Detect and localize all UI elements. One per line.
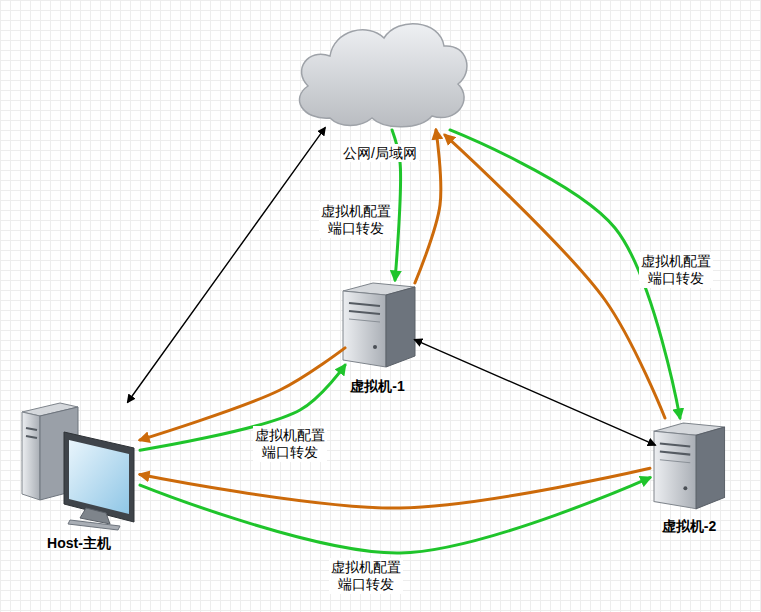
- server-node: 虚拟机-1: [335, 280, 420, 395]
- black-connector: [128, 128, 325, 402]
- black-connector: [415, 340, 655, 445]
- edge-label: 虚拟机配置 端口转发: [253, 426, 327, 462]
- server-icon: [654, 423, 725, 509]
- edge-label: 虚拟机配置 端口转发: [319, 202, 393, 238]
- orange-connector: [140, 468, 650, 508]
- node-label: 公网/局域网: [341, 144, 419, 162]
- cloud-node: 公网/局域网: [290, 8, 470, 162]
- edge-label: 虚拟机配置 端口转发: [639, 252, 713, 288]
- node-label: 虚拟机-2: [660, 517, 718, 535]
- cloud-shape: [299, 24, 466, 127]
- edge-label: 虚拟机配置 端口转发: [329, 558, 403, 594]
- node-label: Host-主机: [45, 534, 113, 552]
- server-node: 虚拟机-2: [648, 418, 730, 535]
- orange-connector: [445, 135, 665, 418]
- server-icon: [343, 283, 415, 367]
- host-node: Host-主机: [18, 400, 140, 552]
- node-label: 虚拟机-1: [348, 377, 406, 395]
- host-computer-icon: [22, 403, 134, 530]
